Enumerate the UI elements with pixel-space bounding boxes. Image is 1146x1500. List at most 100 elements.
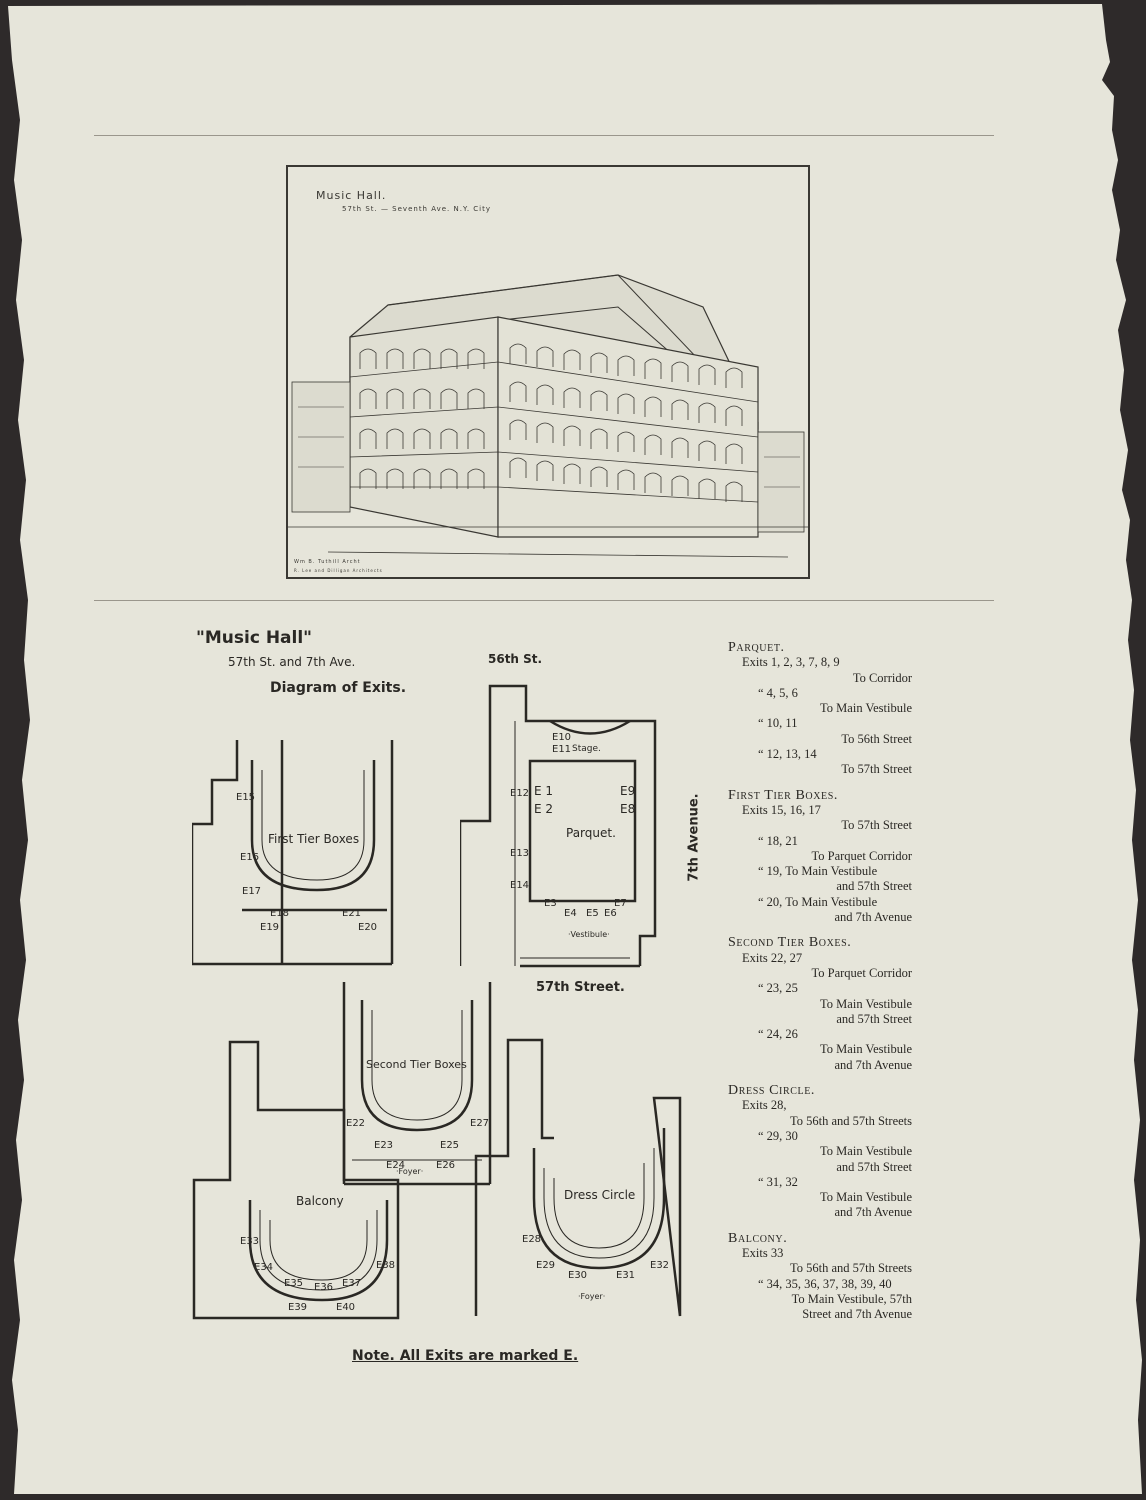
exit-e32: E32 xyxy=(650,1260,670,1271)
exit-e1: E 1 xyxy=(534,784,554,798)
window-arch xyxy=(536,384,554,405)
window-arch xyxy=(563,463,581,484)
second-tier-label: Second Tier Boxes xyxy=(366,1058,467,1071)
exit-e10: E10 xyxy=(552,732,572,743)
exit-e8: E8 xyxy=(620,802,636,816)
legend-line: “ 12, 13, 14 xyxy=(758,747,817,762)
legend-line: “ 19, To Main Vestibule xyxy=(758,864,878,879)
legend-line: “ 31, 32 xyxy=(758,1174,798,1189)
legend-heading: Parquet. xyxy=(728,640,785,655)
exit-e23: E23 xyxy=(374,1140,394,1151)
legend-line: Street and 7th Avenue xyxy=(802,1307,912,1322)
window-arch xyxy=(467,468,485,489)
exit-legend: Parquet.Exits 1, 2, 3, 7, 8, 9 To Corrido… xyxy=(728,640,928,1322)
avenue-7-label: 7th Avenue. xyxy=(686,793,702,882)
legend-line: “ 23, 25 xyxy=(758,981,798,996)
building-illustration xyxy=(288,274,808,558)
exit-e9: E9 xyxy=(620,784,636,798)
window-arch xyxy=(698,478,716,499)
window-arch xyxy=(617,355,635,376)
legend-line: To Parquet Corridor xyxy=(811,848,913,863)
legend-heading: First Tier Boxes. xyxy=(728,787,839,803)
window-arch xyxy=(413,348,431,369)
exit-e31: E31 xyxy=(616,1270,636,1281)
exit-e4: E4 xyxy=(564,908,577,919)
window-arch xyxy=(467,348,485,369)
window-arch xyxy=(671,475,689,496)
legend-line: “ 20, To Main Vestibule xyxy=(758,894,878,909)
window-arch xyxy=(698,402,716,423)
window-arch xyxy=(698,364,716,385)
legend-line: “ 18, 21 xyxy=(758,833,798,848)
stage-label: Stage. xyxy=(572,744,601,754)
exit-e3: E3 xyxy=(544,898,557,909)
exit-e5: E5 xyxy=(586,908,599,919)
exit-e39: E39 xyxy=(288,1302,308,1313)
exit-e40: E40 xyxy=(336,1302,356,1313)
exit-e33: E33 xyxy=(240,1236,260,1247)
window-arch xyxy=(617,431,635,452)
exit-e27: E27 xyxy=(470,1118,490,1129)
exit-e12: E12 xyxy=(510,788,530,799)
engraving-credit-architect: Wm B. Tuthill Archt xyxy=(294,559,361,565)
dress-circle-label: Dress Circle xyxy=(564,1188,636,1202)
window-arch xyxy=(725,443,743,464)
exit-e30: E30 xyxy=(568,1270,588,1281)
exit-e35: E35 xyxy=(284,1278,304,1289)
exit-e15: E15 xyxy=(236,792,256,803)
window-arch xyxy=(644,358,662,379)
window-arch xyxy=(590,428,608,449)
legend-line: and 57th Street xyxy=(836,879,912,894)
legend-heading: Balcony. xyxy=(728,1230,788,1246)
window-arch xyxy=(413,468,431,489)
window-arch xyxy=(563,425,581,446)
legend-line: To Corridor xyxy=(852,670,912,685)
parquet-plan xyxy=(460,684,657,968)
legend-line: Exits 28, xyxy=(742,1098,787,1113)
window-arch xyxy=(467,388,485,409)
exit-e36: E36 xyxy=(314,1282,334,1293)
window-arch xyxy=(725,481,743,502)
legend-line: To Main Vestibule xyxy=(820,996,912,1011)
legend-heading: Second Tier Boxes. xyxy=(728,935,852,951)
legend-line: To 57th Street xyxy=(841,818,912,833)
exit-e20: E20 xyxy=(358,922,378,933)
window-arch xyxy=(440,468,458,489)
legend-line: To Parquet Corridor xyxy=(811,965,913,980)
middle-rule xyxy=(94,600,994,601)
exit-e38: E38 xyxy=(376,1260,396,1271)
window-arch xyxy=(617,469,635,490)
first-tier-plan xyxy=(192,740,394,966)
legend-line: To Main Vestibule xyxy=(820,1042,912,1057)
window-arch xyxy=(725,367,743,388)
diagram-title: "Music Hall" xyxy=(196,628,313,648)
window-arch xyxy=(590,352,608,373)
legend-heading: Dress Circle. xyxy=(728,1083,816,1099)
window-arch xyxy=(671,361,689,382)
window-arch xyxy=(386,468,404,489)
window-arch xyxy=(359,468,377,489)
window-arch xyxy=(644,472,662,493)
legend-line: To 56th Street xyxy=(841,731,912,746)
window-arch xyxy=(509,419,527,440)
top-rule xyxy=(94,135,994,136)
legend-line: Exits 1, 2, 3, 7, 8, 9 xyxy=(742,655,840,670)
balcony-plan xyxy=(192,1040,400,1320)
exit-e24: E24 xyxy=(386,1160,406,1171)
legend-line: and 7th Avenue xyxy=(834,1057,912,1072)
legend-line: and 57th Street xyxy=(836,1011,912,1026)
exit-e28: E28 xyxy=(522,1234,542,1245)
legend-line: and 7th Avenue xyxy=(834,910,912,925)
window-arch xyxy=(440,348,458,369)
street-57-label: 57th Street. xyxy=(536,980,625,995)
legend-line: “ 4, 5, 6 xyxy=(758,685,798,700)
legend-line: Exits 33 xyxy=(742,1245,784,1260)
exit-e13: E13 xyxy=(510,848,530,859)
window-arch xyxy=(509,381,527,402)
exit-e29: E29 xyxy=(536,1260,556,1271)
legend-line: and 57th Street xyxy=(836,1159,912,1174)
first-tier-label: First Tier Boxes xyxy=(268,832,360,846)
legend-line: “ 24, 26 xyxy=(758,1027,798,1042)
diagram-subtitle: 57th St. and 7th Ave. xyxy=(228,655,356,669)
